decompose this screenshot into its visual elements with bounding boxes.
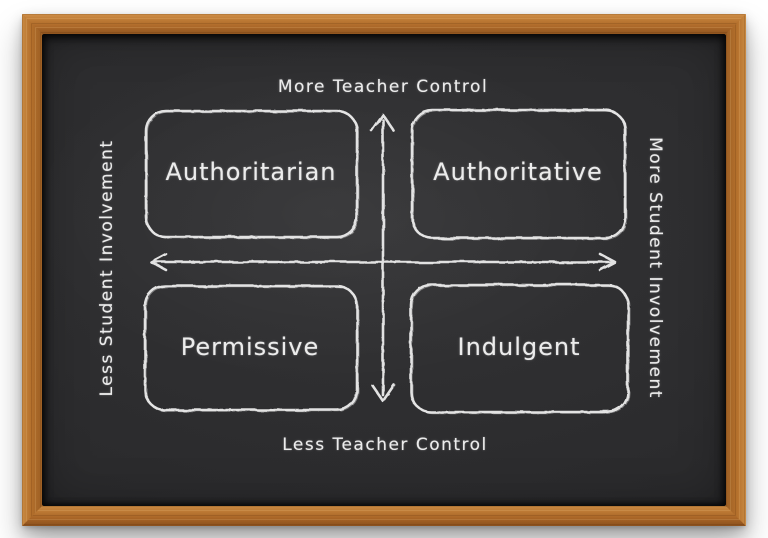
axis-label-left: Less Student Involvement bbox=[97, 139, 117, 397]
axis-label-right: More Student Involvement bbox=[645, 137, 665, 399]
quadrant-label-indulgent: Indulgent bbox=[457, 333, 581, 361]
frame-top-rail bbox=[22, 14, 746, 34]
quadrant-label-authoritative: Authoritative bbox=[433, 158, 603, 186]
frame-right-rail bbox=[726, 14, 746, 526]
quadrant-label-authoritarian: Authoritarian bbox=[165, 158, 337, 186]
axis-label-bottom: Less Teacher Control bbox=[282, 435, 488, 455]
frame-bottom-rail bbox=[22, 506, 746, 526]
axis-label-top: More Teacher Control bbox=[277, 77, 489, 97]
frame-left-rail bbox=[22, 14, 42, 526]
quadrant-label-permissive: Permissive bbox=[180, 333, 320, 361]
